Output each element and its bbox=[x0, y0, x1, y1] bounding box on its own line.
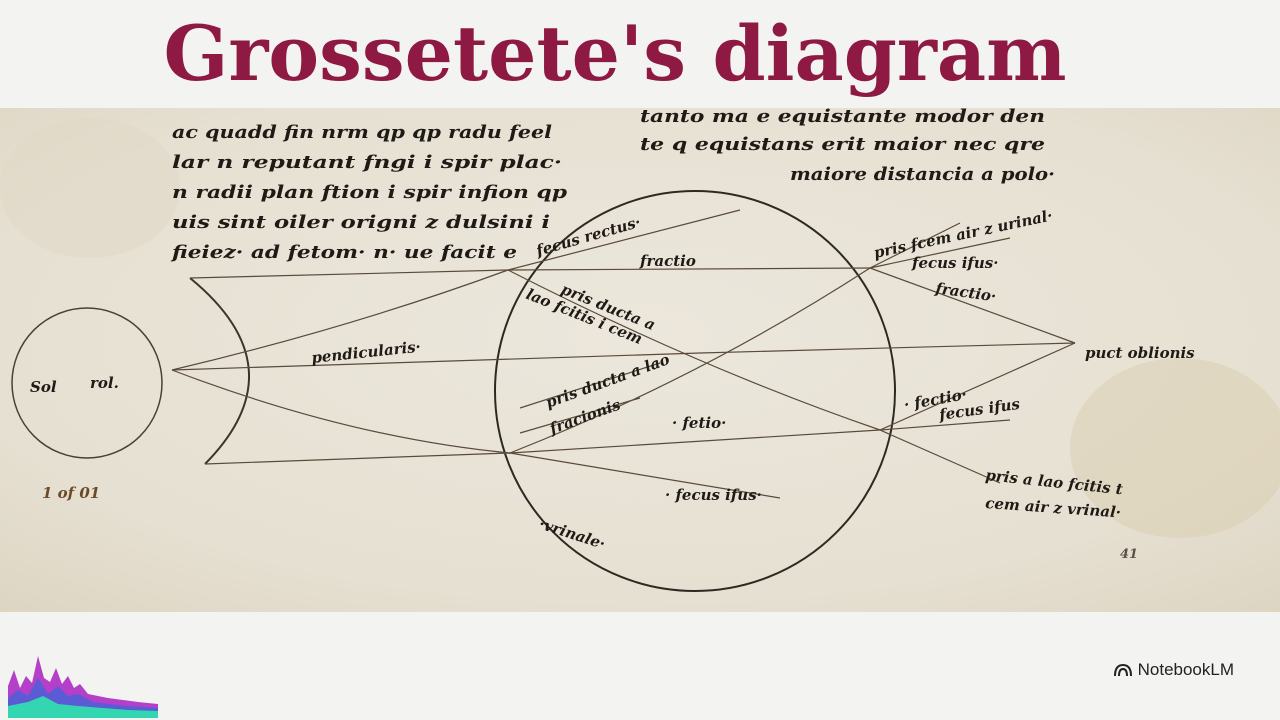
ms-text-left-1: ac quadd fin nrm qp qp radu feel bbox=[172, 122, 552, 143]
ray bbox=[519, 362, 661, 409]
label-fractio-center: · fetio· bbox=[672, 414, 726, 432]
ray bbox=[507, 209, 741, 271]
ms-text-left-3: n radii plan ftion i spir infion qp bbox=[172, 182, 567, 203]
ray bbox=[509, 452, 781, 499]
brand-name: NotebookLM bbox=[1137, 660, 1234, 679]
ms-text-right-3: maiore distancia a polo· bbox=[790, 164, 1055, 185]
ms-text-left-4: uis sint oiler origni z dulsini i bbox=[172, 212, 550, 233]
ray bbox=[171, 352, 701, 371]
audio-waveform-icon bbox=[8, 656, 158, 718]
parchment-stain bbox=[1070, 358, 1280, 538]
ray bbox=[879, 419, 1011, 431]
ray bbox=[879, 429, 1001, 484]
rays bbox=[171, 209, 1076, 499]
ms-text-right-1: tanto ma e equistante modor den bbox=[640, 108, 1045, 127]
ray bbox=[204, 452, 511, 465]
label-sun-left: Sol bbox=[30, 378, 57, 396]
sun-circle bbox=[11, 307, 163, 459]
ray bbox=[699, 342, 1076, 354]
ray bbox=[189, 269, 509, 279]
ray bbox=[519, 397, 641, 434]
ms-text-left-2: lar n reputant fngi i spir plac· bbox=[172, 152, 562, 173]
ray bbox=[509, 267, 871, 454]
ray bbox=[869, 267, 1076, 344]
label-right-top-2: fecus ifus· bbox=[911, 254, 998, 272]
notebooklm-brand: NotebookLM bbox=[1113, 660, 1234, 680]
ms-text-right-2: te q equistans erit maior nec qre bbox=[640, 134, 1045, 155]
ray bbox=[879, 342, 1076, 431]
ray bbox=[509, 429, 881, 454]
label-secus-ifus-bottom: · fecus ifus· bbox=[665, 486, 762, 504]
parchment-stain bbox=[0, 118, 180, 258]
label-sun-right: rol. bbox=[90, 374, 119, 392]
ray bbox=[507, 267, 871, 271]
ray bbox=[507, 269, 881, 431]
slide-footer bbox=[0, 612, 1280, 720]
crescent-lens bbox=[189, 277, 250, 465]
ray bbox=[869, 237, 1011, 269]
slide-title: Grossetete's diagram bbox=[163, 9, 1067, 98]
ray bbox=[869, 222, 961, 269]
label-punctus: puct oblionis bbox=[1085, 344, 1195, 362]
manuscript-image: ac quadd fin nrm qp qp radu feel lar n r… bbox=[0, 108, 1280, 612]
ray bbox=[171, 269, 509, 371]
label-fractio-top: fractio bbox=[639, 252, 696, 270]
grosseteste-diagram: ac quadd fin nrm qp qp radu feel lar n r… bbox=[0, 108, 1280, 612]
ray bbox=[171, 369, 511, 454]
label-page-number: 41 bbox=[1120, 547, 1138, 562]
label-under-sun: 1 of 01 bbox=[42, 484, 100, 502]
notebooklm-logo-icon bbox=[1113, 663, 1132, 677]
ms-text-left-5: fieiez· ad fetom· n· ue facit e bbox=[170, 242, 517, 263]
glass-sphere bbox=[494, 190, 896, 592]
